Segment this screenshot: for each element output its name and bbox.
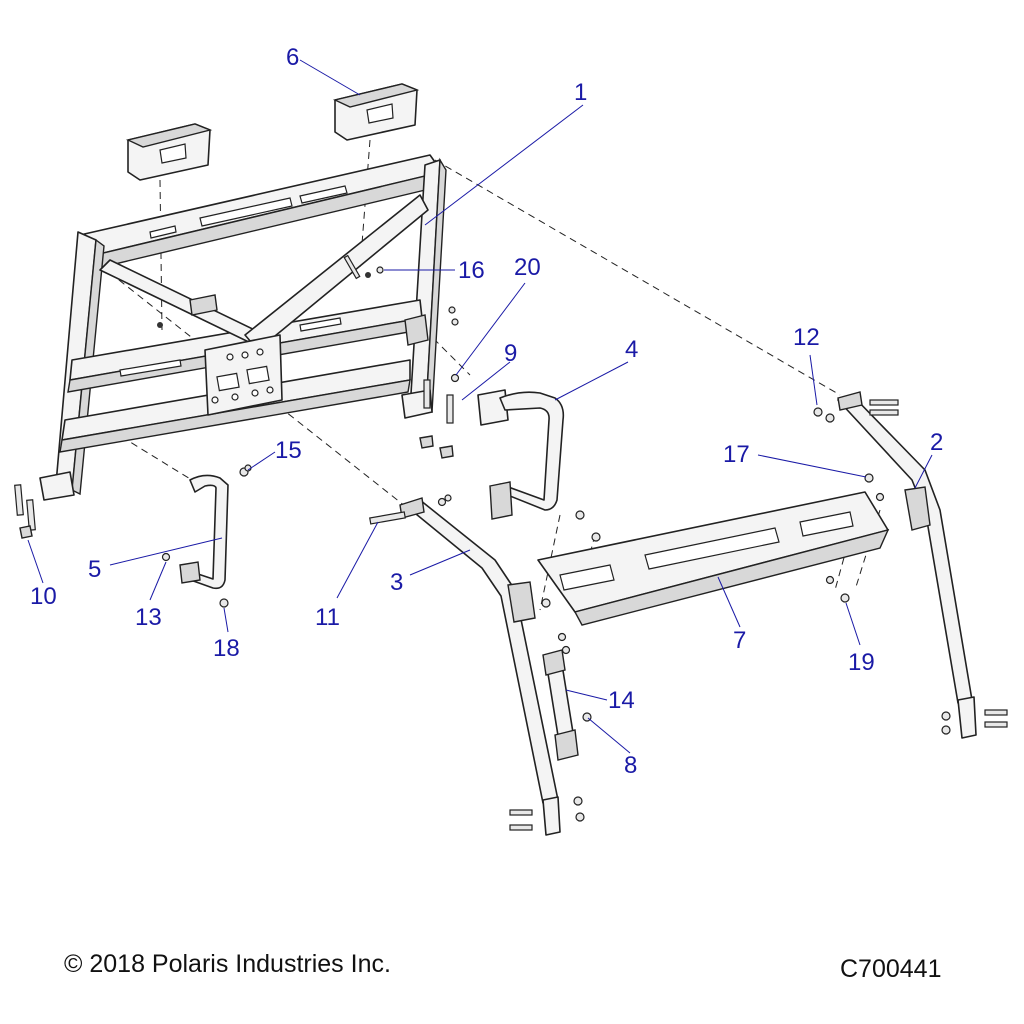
hardware <box>14 254 1008 831</box>
callout-labels: 1 2 3 4 5 6 7 8 9 10 11 12 13 14 15 16 1… <box>30 44 943 779</box>
grab-handle-left <box>179 474 229 590</box>
callout-10: 10 <box>30 583 57 610</box>
grab-handle-right <box>477 389 565 520</box>
callout-18: 18 <box>213 635 240 662</box>
callout-13: 13 <box>135 604 162 631</box>
support-bracket <box>542 649 579 761</box>
callout-7: 7 <box>733 627 746 654</box>
callout-11: 11 <box>315 604 340 631</box>
drawing-number: C700441 <box>840 955 942 983</box>
callout-1: 1 <box>574 79 587 106</box>
callout-19: 19 <box>848 649 875 676</box>
headrest-pad-left <box>125 123 213 181</box>
callout-16: 16 <box>458 257 485 284</box>
callout-5: 5 <box>88 556 101 583</box>
callout-8: 8 <box>624 752 637 779</box>
roll-tube-left <box>399 497 561 836</box>
callout-20: 20 <box>514 254 541 281</box>
roll-tube-right <box>837 391 977 739</box>
callout-12: 12 <box>793 324 820 351</box>
callout-15: 15 <box>275 437 302 464</box>
callout-9: 9 <box>504 340 517 367</box>
callout-17: 17 <box>723 441 750 468</box>
leader-lines <box>27 59 933 754</box>
callout-2: 2 <box>930 429 943 456</box>
callout-6: 6 <box>286 44 299 71</box>
rear-frame-assembly <box>39 154 447 501</box>
headrest-pad-right <box>332 83 420 141</box>
rear-panel <box>537 491 890 626</box>
callout-3: 3 <box>390 569 403 596</box>
copyright-notice: © 2018 Polaris Industries Inc. <box>64 950 391 978</box>
callout-14: 14 <box>608 687 635 714</box>
callout-4: 4 <box>625 336 638 363</box>
